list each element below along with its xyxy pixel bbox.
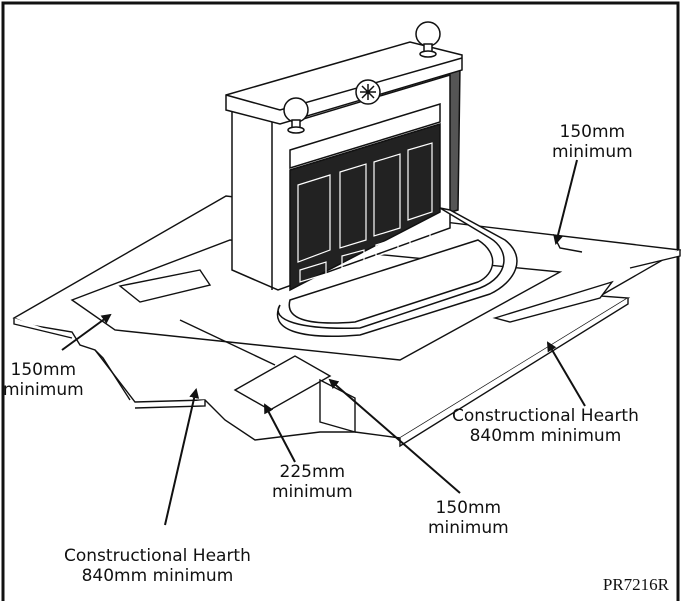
- reference-code: PR7216R: [602, 575, 669, 594]
- label-center-right-150mm: 150mm minimum: [428, 498, 509, 538]
- label-line: minimum: [272, 482, 353, 502]
- label-bottom-constructional-hearth: Constructional Hearth 840mm minimum: [64, 546, 251, 586]
- label-line: 840mm minimum: [469, 426, 622, 446]
- arrow-center: [264, 403, 296, 463]
- label-center-225mm: 225mm minimum: [272, 462, 353, 502]
- label-line: 150mm: [559, 122, 626, 142]
- label-line: minimum: [428, 518, 509, 538]
- arrow-left: [61, 313, 112, 351]
- arrow-center-right: [328, 378, 461, 494]
- label-line: Constructional Hearth: [64, 546, 251, 566]
- stove: [225, 21, 518, 337]
- arrow-bottom-hearth: [164, 388, 200, 526]
- label-line: minimum: [3, 380, 84, 400]
- label-line: minimum: [552, 142, 633, 162]
- label-left-150mm: 150mm minimum: [3, 360, 84, 400]
- label-line: 150mm: [10, 360, 77, 380]
- label-line: 150mm: [435, 498, 502, 518]
- label-line: Constructional Hearth: [452, 406, 639, 426]
- dimension-arrows: [61, 159, 586, 526]
- arrow-right-hearth: [546, 341, 586, 407]
- label-right-constructional-hearth: Constructional Hearth 840mm minimum: [452, 406, 639, 446]
- label-line: 225mm: [279, 462, 346, 482]
- label-line: 840mm minimum: [81, 566, 234, 586]
- label-top-right-150mm: 150mm minimum: [552, 122, 633, 162]
- arrow-top-right: [553, 159, 578, 245]
